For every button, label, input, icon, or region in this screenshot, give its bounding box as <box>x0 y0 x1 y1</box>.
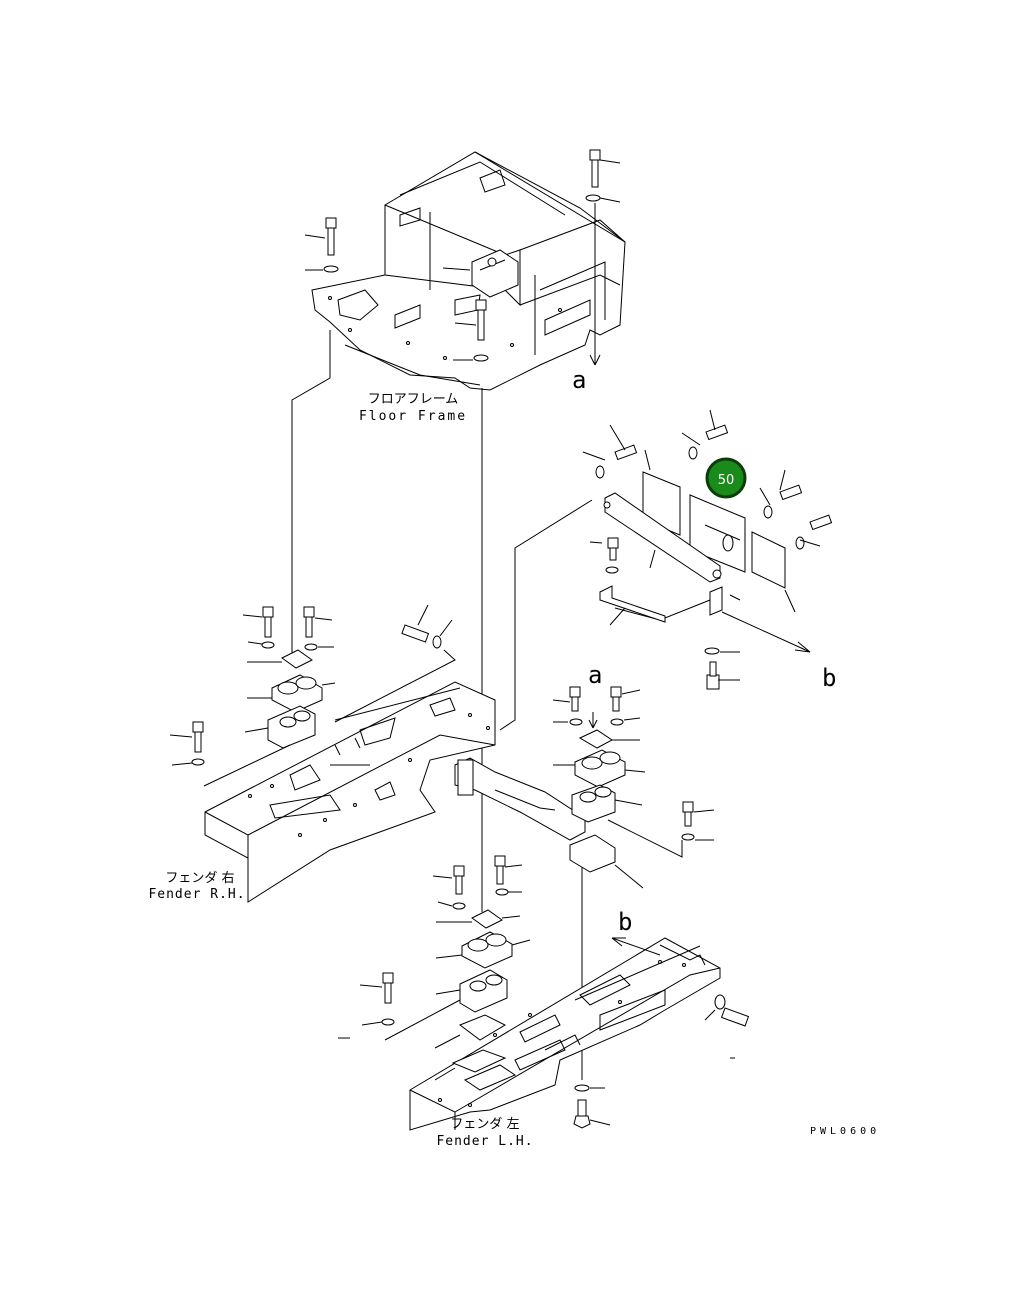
callout-50[interactable]: 50 <box>705 457 747 499</box>
floor-frame <box>311 151 626 391</box>
fender-lh-mounts <box>338 855 750 1129</box>
reference-b-right: b <box>822 664 836 692</box>
fender-lh-label-jp: フェンダ 左 <box>450 1117 519 1132</box>
assembly-lines <box>291 330 711 1080</box>
floor-frame-label-jp: フロアフレーム <box>368 392 459 407</box>
fender-lh-label-en: Fender L.H. <box>436 1134 533 1149</box>
center-mounts <box>552 686 715 889</box>
fender-lh <box>409 937 721 1131</box>
drawing-code: PWL0600 <box>810 1126 880 1137</box>
floor-frame-fasteners <box>304 149 621 366</box>
fender-rh-label-jp: フェンダ 右 <box>165 871 234 886</box>
reference-b-lower: b <box>618 908 632 936</box>
fender-rh-mounts <box>169 604 456 787</box>
center-bracket <box>454 757 616 873</box>
cover-plate-assembly <box>582 409 833 690</box>
callout-circle <box>705 457 747 499</box>
floor-frame-label-en: Floor Frame <box>359 409 467 424</box>
fender-rh <box>204 681 496 903</box>
callout-number: 50 <box>718 473 735 488</box>
reference-a-mid: a <box>588 661 602 689</box>
reference-a-top: a <box>572 366 586 394</box>
fender-rh-label-en: Fender R.H. <box>148 887 245 902</box>
